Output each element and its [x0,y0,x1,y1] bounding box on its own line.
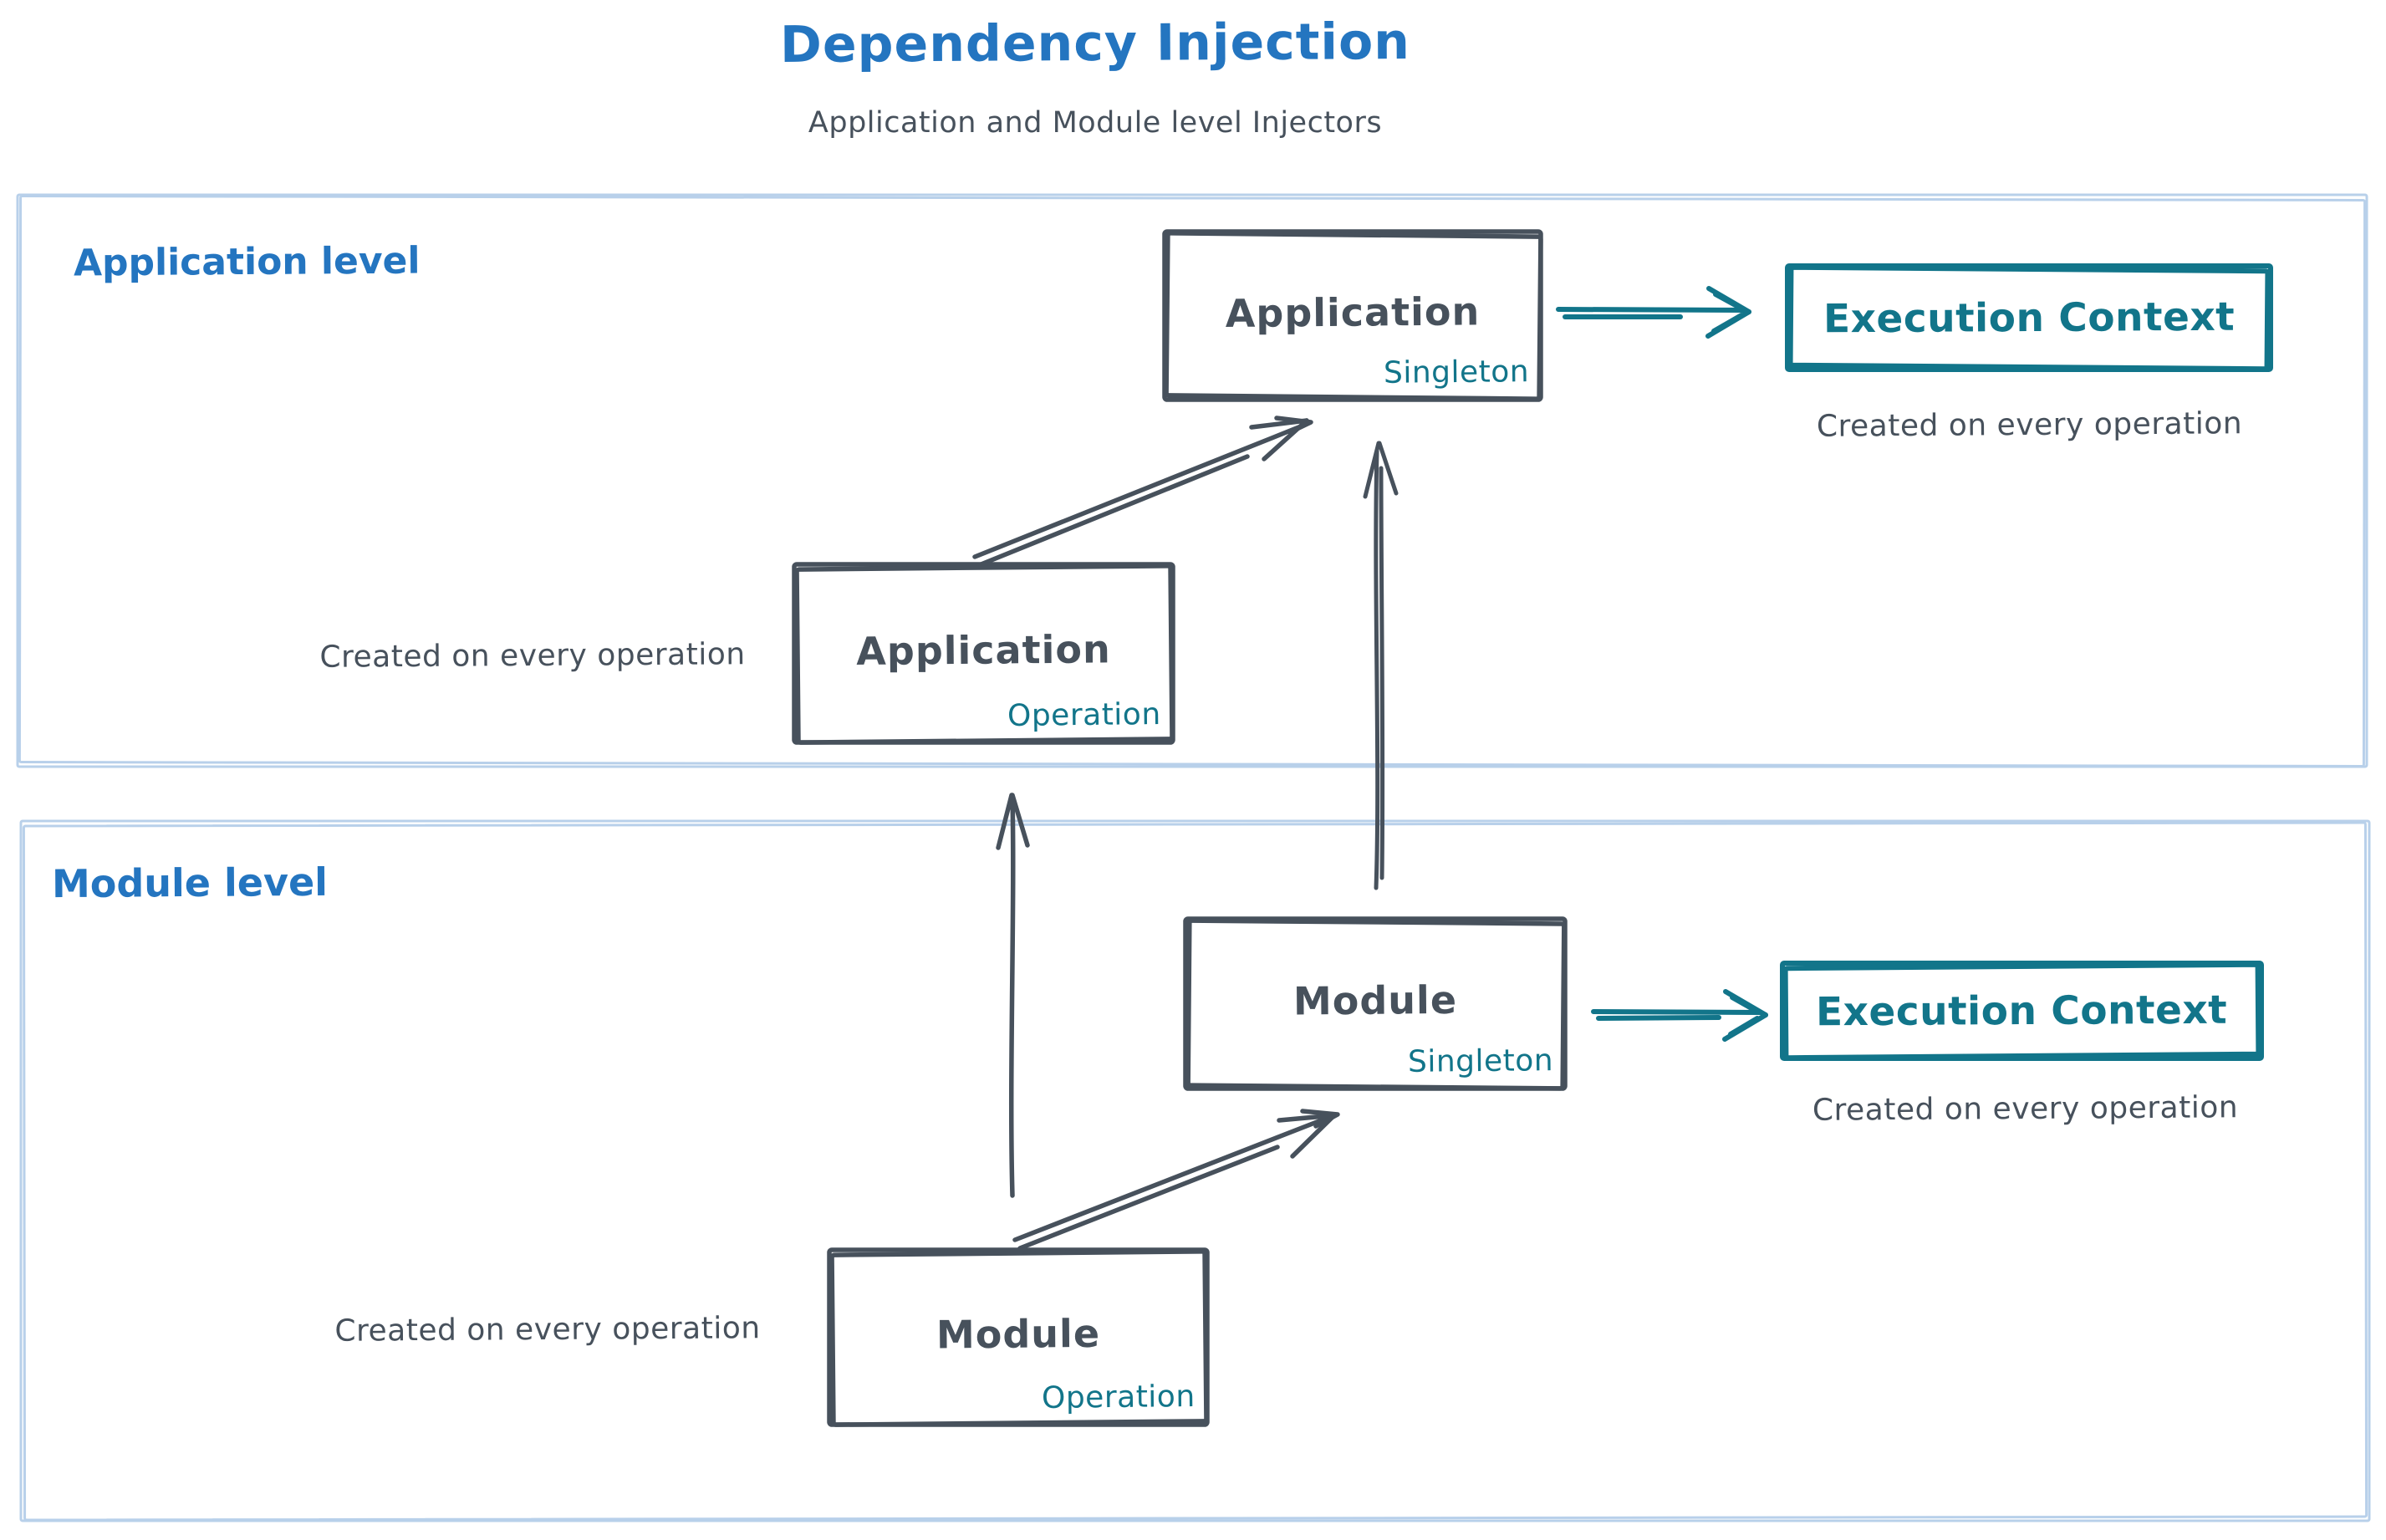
application-execution-context-label: Execution Context [1823,293,2236,342]
module-singleton-box-outline [1183,916,1568,1091]
application-operation-box-outline [792,562,1175,745]
application-operation-label: Application [856,625,1111,674]
application-operation-note: Created on every operation [319,637,746,675]
module-operation-label: Module [936,1310,1101,1358]
arrow-module-singleton-to-app-singleton [1363,441,1399,890]
module-operation-note: Created on every operation [334,1311,761,1349]
module-singleton-label: Module [1292,977,1458,1024]
module-singleton-node: Module Singleton [1185,919,1565,1089]
arrow-app-operation-to-app-singleton [972,416,1313,568]
arrow-app-singleton-to-execution-context [1556,286,1751,339]
arrow-module-singleton-to-execution-context [1591,989,1768,1042]
arrow-module-operation-to-module-singleton [1012,1109,1340,1251]
application-execution-context-note: Created on every operation [1816,406,2243,444]
application-execution-context-outline [1785,263,2273,372]
module-execution-context-outline [1780,961,2264,1061]
module-level-container [19,819,2371,1522]
module-operation-box-outline [827,1247,1210,1427]
application-level-label: Application level [73,239,421,285]
application-singleton-box-outline [1162,229,1543,402]
application-singleton-node: Application Singleton [1165,232,1541,400]
arrow-module-operation-to-app-operation [996,793,1030,1198]
application-singleton-scope-label: Singleton [1383,354,1530,390]
diagram-subtitle: Application and Module level Injectors [808,106,1383,140]
module-singleton-scope-label: Singleton [1407,1043,1554,1079]
module-execution-context-node: Execution Context [1782,963,2261,1058]
application-execution-context-node: Execution Context [1787,266,2271,370]
application-level-container [16,193,2368,768]
module-operation-scope-label: Operation [1042,1379,1196,1415]
application-operation-node: Application Operation [794,564,1173,742]
module-execution-context-note: Created on every operation [1812,1090,2239,1128]
diagram-title: Dependency Injection [779,13,1411,74]
application-operation-scope-label: Operation [1007,697,1162,733]
module-level-label: Module level [51,859,329,907]
module-execution-context-label: Execution Context [1816,987,2228,1035]
module-operation-node: Module Operation [829,1250,1207,1425]
application-singleton-label: Application [1225,288,1481,336]
